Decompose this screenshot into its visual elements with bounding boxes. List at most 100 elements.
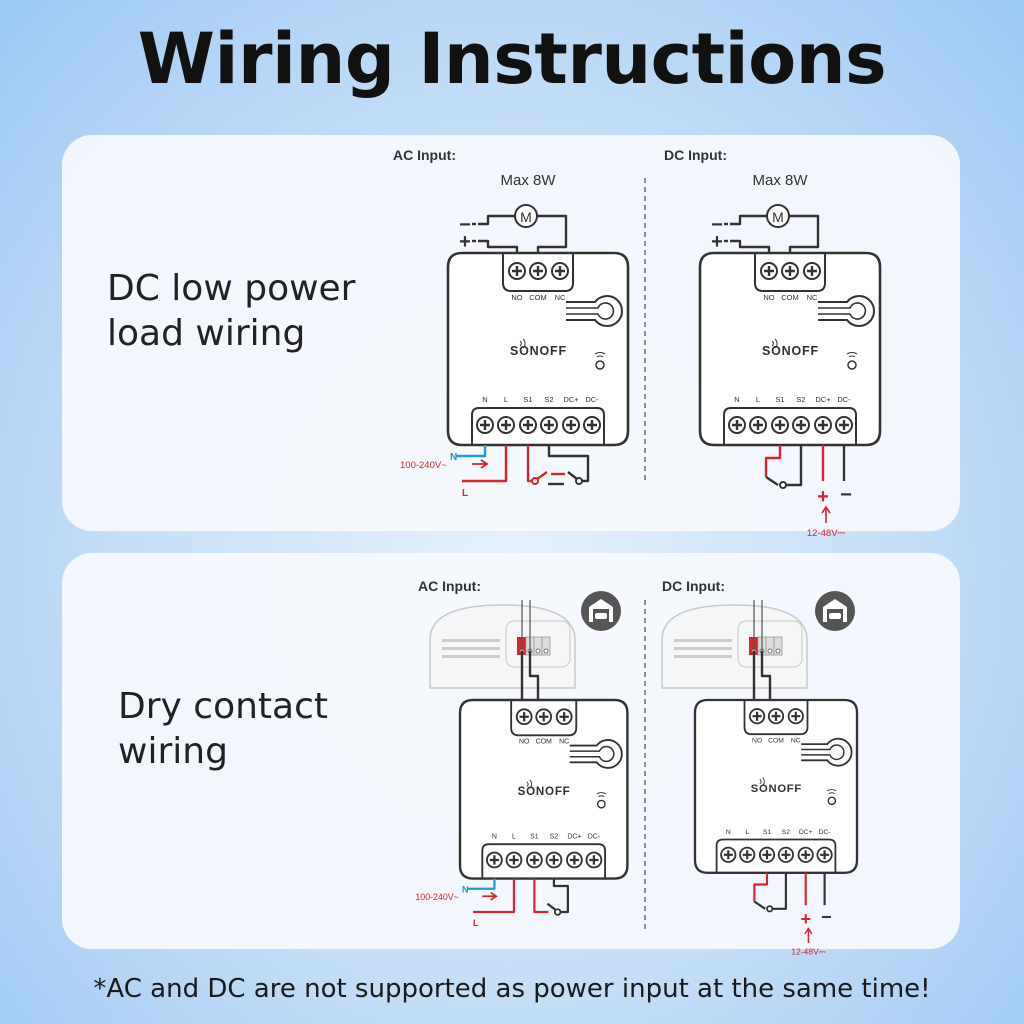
- switch-contact: [531, 477, 539, 485]
- dry-contact-wire: [528, 651, 540, 700]
- s2-wire: [547, 445, 590, 483]
- screw-cross: [523, 420, 533, 430]
- switch-lever: [753, 900, 766, 910]
- footer-note: *AC and DC are not supported as power in…: [93, 974, 931, 1004]
- minus-sign: −: [821, 907, 832, 927]
- terminal-label: DC+: [799, 829, 813, 836]
- switch-contact: [553, 908, 562, 916]
- switch-lever: [536, 471, 548, 480]
- terminal-label: S1: [775, 395, 784, 404]
- heading-line: wiring: [118, 731, 228, 772]
- terminal-label: COM: [781, 293, 799, 302]
- ac-input-label: AC Input:: [393, 147, 456, 163]
- wifi-icon: [759, 777, 765, 786]
- wifi-icon: [519, 338, 526, 349]
- controller-panel: [505, 620, 571, 668]
- controller-outline: [661, 604, 808, 689]
- controller-panel: [737, 620, 803, 668]
- controller-text-line: [674, 655, 732, 658]
- s1-wire: [753, 872, 769, 902]
- garage-house: [589, 599, 613, 622]
- controller-text-line: [442, 655, 500, 658]
- s1-wire: [526, 445, 532, 483]
- ac-voltage-label: 100-240V~: [415, 892, 458, 902]
- live-label: L: [462, 488, 468, 499]
- terminal-slot: [773, 636, 783, 656]
- terminal-hole: [535, 648, 541, 654]
- terminal-label: COM: [529, 293, 547, 302]
- plus-sign: +: [711, 231, 723, 253]
- plus-sign: +: [817, 486, 829, 508]
- switch-contact: [575, 477, 583, 485]
- hook-shape: [566, 295, 623, 327]
- screw-cross: [589, 855, 599, 865]
- screw-cross: [781, 850, 791, 860]
- screw-cross: [775, 420, 785, 430]
- terminal-label: NC: [807, 293, 818, 302]
- hook-shape: [801, 737, 853, 767]
- motor-wire-com: [788, 214, 820, 253]
- terminal-label: DC-: [588, 834, 601, 841]
- screw-cross: [512, 266, 522, 276]
- top-terminal-block: [743, 700, 809, 736]
- hook-shape-inner: [801, 744, 845, 761]
- controller-text-line: [674, 639, 732, 642]
- top-terminal-block: [510, 700, 578, 737]
- heading-line: Dry contact: [118, 686, 328, 727]
- terminal-label: N: [492, 834, 497, 841]
- bottom-terminal-block: [723, 407, 857, 445]
- screw-cross: [818, 420, 828, 430]
- motor-wire-plus: [478, 239, 519, 253]
- dc-voltage-label: 12-48V⎓: [807, 528, 846, 539]
- terminal-label: NO: [752, 737, 762, 744]
- neutral-label: N: [450, 452, 457, 463]
- wifi-icon: [846, 352, 858, 358]
- hook-shape: [818, 295, 875, 327]
- live-wire: [473, 878, 516, 914]
- garage-controller: [661, 600, 808, 689]
- screw-cross: [801, 850, 811, 860]
- switch-contact: [779, 481, 787, 489]
- arrow-right-icon: [482, 891, 498, 901]
- terminal-label: S1: [763, 829, 772, 836]
- screw-cross: [480, 420, 490, 430]
- wifi-icon: [596, 792, 607, 798]
- motor-wire-plus: [730, 239, 771, 253]
- s2-wire: [772, 872, 787, 910]
- motor-label: M: [520, 209, 532, 225]
- terminal-label: DC-: [819, 829, 831, 836]
- switch-contact: [766, 905, 774, 913]
- terminal-hole: [767, 648, 773, 654]
- minus-sign: −: [711, 214, 723, 236]
- screw-cross: [555, 266, 565, 276]
- garage-icon: [581, 591, 621, 631]
- screw-cross: [742, 850, 752, 860]
- neutral-wire: [467, 878, 496, 890]
- terminal-label: S1: [530, 834, 539, 841]
- screw-cross: [807, 266, 817, 276]
- switch-lever: [546, 902, 557, 912]
- screw-cross: [764, 266, 774, 276]
- terminal-label: DC-: [585, 395, 599, 404]
- bottom-terminal-block: [715, 838, 837, 873]
- screw-cross: [753, 420, 763, 430]
- motor-wire-minus: [730, 214, 767, 226]
- terminal-label: N: [482, 395, 487, 404]
- section-heading-dc-load: DC low power load wiring: [107, 266, 355, 356]
- terminal-label: S1: [523, 395, 532, 404]
- dry-contact-wire: [760, 651, 772, 700]
- screw-cross: [519, 712, 529, 722]
- max-load-label: Max 8W: [500, 172, 556, 189]
- screw-cross: [569, 855, 580, 865]
- terminal-label: DC+: [563, 395, 579, 404]
- heading-line: DC low power: [107, 268, 356, 309]
- controller-text-line: [442, 647, 500, 650]
- neutral-wire: [456, 445, 487, 458]
- garage-house: [823, 599, 847, 622]
- arrow-up-icon: [821, 505, 831, 523]
- max-load-label: Max 8W: [752, 172, 808, 189]
- live-wire: [462, 445, 508, 483]
